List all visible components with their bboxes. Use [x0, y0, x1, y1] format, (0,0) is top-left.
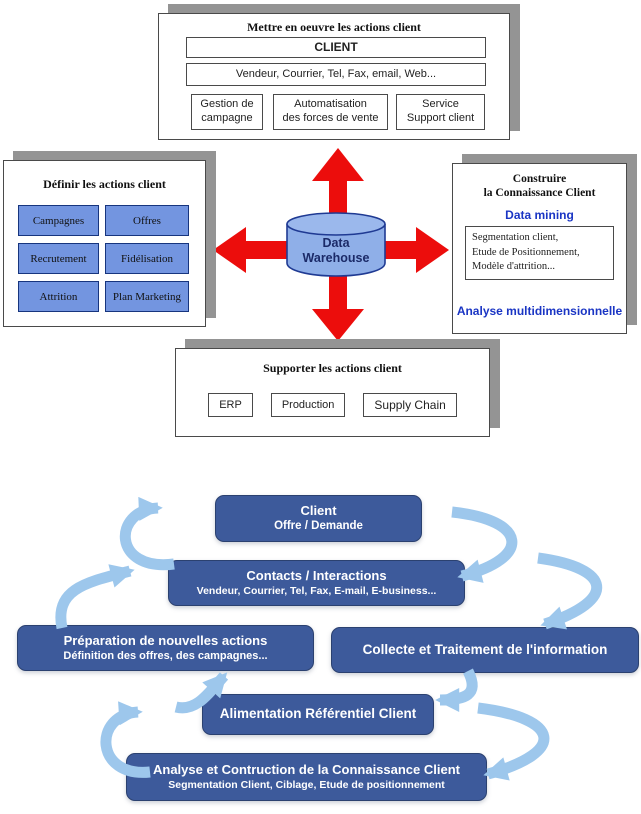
flow-box-contacts: Contacts / Interactions Vendeur, Courrie… [168, 560, 465, 606]
cylinder-top [286, 212, 386, 236]
data-mining-label: Data mining [505, 208, 574, 222]
cell-attrition: Attrition [18, 281, 99, 312]
client-box: CLIENT [186, 37, 486, 58]
flow-box-analyse: Analyse et Contruction de la Connaissanc… [126, 753, 487, 801]
red-arrow-up-head [312, 148, 364, 181]
panel-build-knowledge: Construire la Connaissance Client Data m… [452, 163, 627, 334]
flow-box-contacts-subtitle: Vendeur, Courrier, Tel, Fax, E-mail, E-b… [196, 585, 437, 598]
flow-box-client: Client Offre / Demande [215, 495, 422, 542]
panel-define-title: Définir les actions client [43, 177, 166, 191]
flow-arrow-client-to-contacts [451, 506, 518, 583]
flow-box-collecte: Collecte et Traitement de l'information [331, 627, 639, 673]
support-boxes-row: ERP Production Supply Chain [176, 393, 489, 417]
cell-offres: Offres [105, 205, 189, 236]
red-arrow-left-head [213, 227, 246, 273]
flow-box-preparation-title: Préparation de nouvelles actions [63, 632, 268, 648]
panel-implement-title: Mettre en oeuvre les actions client [247, 20, 421, 34]
flow-arrow-to-preparation [174, 672, 229, 714]
flow-box-alimentation-title: Alimentation Référentiel Client [219, 706, 417, 722]
flow-box-preparation-subtitle: Définition des offres, des campagnes... [63, 650, 268, 663]
erp-box: ERP [208, 393, 253, 417]
cell-fidelisation: Fidélisation [105, 243, 189, 274]
define-actions-grid: Campagnes Offres Recrutement Fidélisatio… [18, 205, 189, 312]
red-arrow-right-head [416, 227, 449, 273]
flow-box-analyse-title: Analyse et Contruction de la Connaissanc… [152, 762, 460, 778]
flow-arrow-to-client [119, 496, 175, 571]
panel-support-title: Supporter les actions client [263, 361, 402, 375]
data-warehouse-cylinder: Data Warehouse [286, 212, 386, 277]
flow-box-alimentation: Alimentation Référentiel Client [202, 694, 434, 735]
flow-cycle-arrows [55, 496, 603, 781]
production-box: Production [270, 393, 346, 417]
cell-campagnes: Campagnes [18, 205, 99, 236]
flow-arrow-to-analyse [477, 702, 550, 781]
flow-box-collecte-title: Collecte et Traitement de l'information [362, 641, 608, 657]
flow-arrow-to-alimentation-left [100, 701, 151, 778]
warehouse-label-line1: Data [322, 236, 350, 250]
red-arrow-down-head [312, 309, 364, 341]
flow-box-client-subtitle: Offre / Demande [274, 520, 363, 533]
cell-recrutement: Recrutement [18, 243, 99, 274]
flow-box-preparation: Préparation de nouvelles actions Définit… [17, 625, 314, 671]
flow-box-analyse-subtitle: Segmentation Client, Ciblage, Etude de p… [168, 779, 445, 792]
data-warehouse-cross: Data Warehouse [213, 148, 449, 341]
panel-define-actions: Définir les actions client Campagnes Off… [3, 160, 206, 327]
panel-support-actions: Supporter les actions client ERP Product… [175, 348, 490, 437]
channels-box: Vendeur, Courrier, Tel, Fax, email, Web.… [186, 63, 486, 86]
panel-implement-actions: Mettre en oeuvre les actions client CLIE… [158, 13, 510, 140]
cylinder-body [286, 224, 386, 277]
campaign-management-box: Gestion de campagne [191, 94, 263, 130]
flow-box-client-title: Client [300, 502, 337, 518]
supply-chain-box: Supply Chain [363, 393, 457, 417]
flow-box-contacts-title: Contacts / Interactions [246, 568, 387, 584]
flow-arrow-to-contacts-left [55, 564, 135, 630]
flow-arrow-contacts-to-collecte [537, 552, 603, 630]
panel-build-title: Construire la Connaissance Client [483, 173, 596, 199]
warehouse-label-line2: Warehouse [303, 251, 370, 265]
flow-arrow-collecte-to-alimentation [435, 668, 478, 712]
cell-plan-marketing: Plan Marketing [105, 281, 189, 312]
service-support-box: Service Support client [396, 94, 485, 130]
sales-force-automation-box: Automatisation des forces de vente [273, 94, 388, 130]
knowledge-details-box: Segmentation client, Etude de Positionne… [465, 226, 614, 281]
multidimensional-analysis-label: Analyse multidimensionnelle [456, 304, 623, 318]
